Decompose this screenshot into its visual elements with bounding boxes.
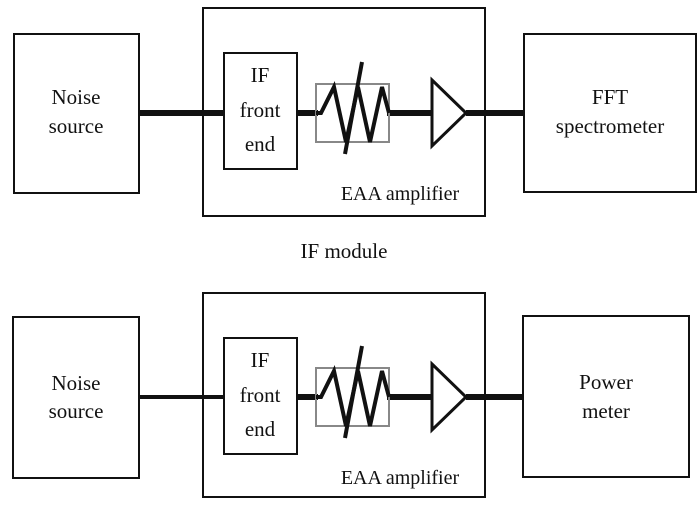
amplifier-triangle-icon — [430, 360, 469, 434]
bottom-chain: Noise source IF front end EAA amplifier … — [12, 292, 690, 498]
sink-label-1: FFT — [592, 85, 628, 109]
power-meter-box — [522, 315, 690, 478]
amplifier-label: EAA amplifier — [341, 467, 460, 489]
front-end-label-1: IF — [251, 348, 270, 372]
noise-source-box — [13, 33, 140, 194]
variable-attenuator-icon — [315, 345, 391, 439]
sink-label-2: spectrometer — [556, 114, 664, 138]
front-end-label-1: IF — [251, 63, 270, 87]
if-module-caption: IF module — [301, 239, 388, 263]
noise-source-box — [12, 316, 140, 479]
front-end-label-3: end — [245, 417, 276, 441]
front-end-label-3: end — [245, 132, 276, 156]
front-end-label-2: front — [240, 383, 281, 407]
if-front-end-box — [223, 52, 298, 170]
noise-source-label-2: source — [49, 399, 104, 423]
if-front-end-box — [223, 337, 298, 455]
front-end-label-2: front — [240, 98, 281, 122]
sink-label-1: Power — [579, 370, 633, 394]
variable-attenuator-icon — [315, 61, 391, 155]
amplifier-triangle-icon — [430, 76, 469, 150]
noise-source-label-1: Noise — [52, 85, 101, 109]
top-chain: Noise source IF front end EAA amplifier … — [13, 7, 697, 217]
fft-spectrometer-box — [523, 33, 697, 193]
noise-source-label-1: Noise — [52, 371, 101, 395]
if-module-box — [202, 292, 486, 498]
sink-label-2: meter — [582, 399, 630, 423]
noise-source-label-2: source — [49, 114, 104, 138]
amplifier-label: EAA amplifier — [341, 183, 460, 205]
